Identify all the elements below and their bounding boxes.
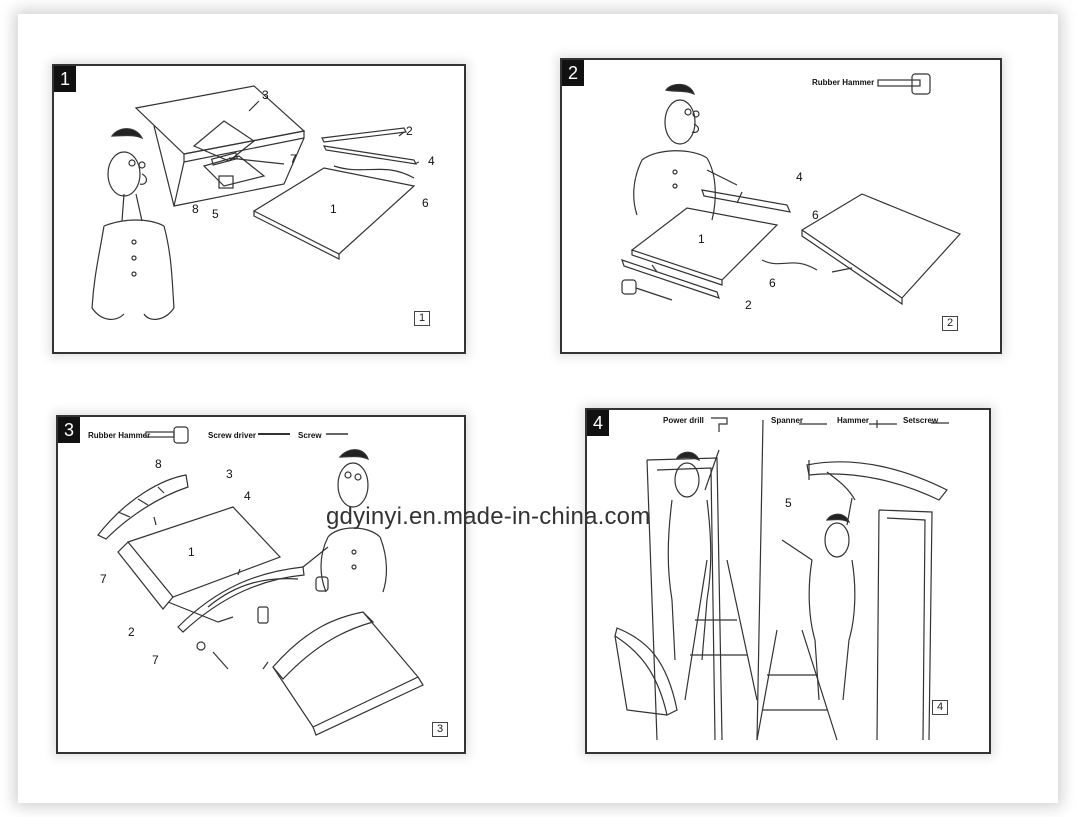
power-drill-icon bbox=[711, 417, 728, 432]
step-panel-3: 3 Rubber Hammer Screw driver Screw bbox=[56, 415, 466, 754]
tool-label-rubber-hammer: Rubber Hammer bbox=[812, 78, 875, 87]
callout-8: 8 bbox=[192, 202, 199, 216]
tool-label-power-drill: Power drill bbox=[663, 416, 704, 425]
callout-1: 1 bbox=[330, 202, 337, 216]
page-mark: 2 bbox=[942, 316, 959, 331]
hammer-icon bbox=[869, 420, 897, 428]
page-mark: 3 bbox=[432, 722, 449, 737]
tool-label-screw-driver: Screw driver bbox=[208, 431, 257, 440]
callout-2: 2 bbox=[745, 298, 752, 312]
callout-3: 3 bbox=[262, 88, 269, 102]
callout-4: 4 bbox=[796, 170, 803, 184]
callout-1: 1 bbox=[188, 545, 195, 559]
step-number-badge: 2 bbox=[562, 60, 584, 86]
callout-5: 5 bbox=[212, 207, 219, 221]
callout-3: 3 bbox=[226, 467, 233, 481]
page-mark: 1 bbox=[414, 311, 431, 326]
step-4-illustration bbox=[614, 417, 949, 741]
callout-4: 4 bbox=[428, 154, 435, 168]
callout-2: 2 bbox=[406, 124, 413, 138]
callout-8: 8 bbox=[155, 457, 162, 471]
callout-5: 5 bbox=[785, 496, 792, 510]
step-panel-2: 2 Rubber Hammer bbox=[560, 58, 1002, 354]
step-panel-4: 4 Power drill Spanner Hammer Setscrew bbox=[585, 408, 991, 754]
page-mark: 4 bbox=[932, 700, 949, 715]
step-number-badge: 4 bbox=[587, 410, 609, 436]
callout-2: 2 bbox=[128, 625, 135, 639]
step-panel-1: 1 bbox=[52, 64, 466, 354]
callout-6: 6 bbox=[812, 208, 819, 222]
rubber-hammer-icon bbox=[145, 431, 175, 438]
step-number-badge: 1 bbox=[54, 66, 76, 92]
tool-label-setscrew: Setscrew bbox=[903, 416, 939, 425]
tool-label-spanner: Spanner bbox=[771, 416, 804, 425]
rubber-hammer-icon bbox=[877, 79, 921, 87]
tool-label-screw: Screw bbox=[298, 431, 322, 440]
callout-1: 1 bbox=[698, 232, 705, 246]
callout-7: 7 bbox=[290, 152, 297, 166]
callout-7b: 7 bbox=[152, 653, 159, 667]
step-number-badge: 3 bbox=[58, 417, 80, 443]
tool-label-hammer: Hammer bbox=[837, 416, 870, 425]
callout-6b: 6 bbox=[769, 276, 776, 290]
step-3-illustration bbox=[97, 426, 424, 736]
step-2-illustration bbox=[621, 73, 962, 306]
step-1-illustration bbox=[91, 85, 420, 320]
watermark-text: gdyinyi.en.made-in-china.com bbox=[326, 503, 651, 530]
callout-7: 7 bbox=[100, 572, 107, 586]
callout-6: 6 bbox=[422, 196, 429, 210]
callout-4: 4 bbox=[244, 489, 251, 503]
tool-label-rubber-hammer: Rubber Hammer bbox=[88, 431, 151, 440]
